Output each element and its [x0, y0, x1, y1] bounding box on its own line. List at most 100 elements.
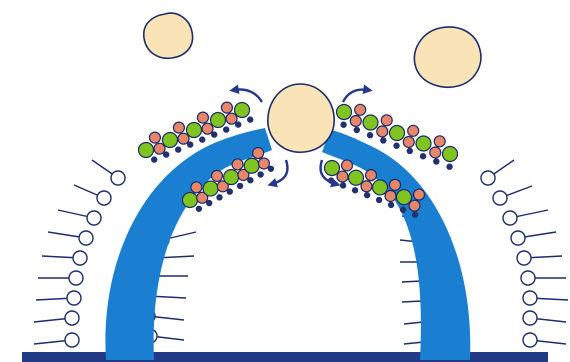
- lipid-right-outer-5-head: [517, 251, 531, 265]
- chain-left-upper-bead-3: [163, 133, 178, 148]
- lipid-left-outer-7-head: [67, 291, 81, 305]
- chain-right-upper-bead-1: [337, 105, 352, 120]
- chain-left-upper-dot-7: [223, 126, 229, 132]
- chain-left-lower-bead-6b: [232, 159, 243, 170]
- chain-left-lower-bead-3: [203, 181, 218, 196]
- chain-left-lower-dot-4: [227, 188, 233, 194]
- chain-right-lower-dot-6: [388, 202, 394, 208]
- chain-left-upper-bead-8: [226, 113, 237, 124]
- arrow-right-upper: [343, 90, 368, 103]
- chain-right-lower-dot-5: [376, 197, 382, 203]
- chain-left-upper-bead-2: [154, 143, 165, 154]
- chain-left-upper-bead-6b: [197, 112, 208, 123]
- particle-top-right: [414, 27, 480, 87]
- chain-right-lower-bead-8: [409, 200, 420, 211]
- lipid-right-outer-6-head: [521, 271, 535, 285]
- chain-left-lower-dot-3: [216, 194, 222, 200]
- lipid-left-outer-4-head: [79, 231, 93, 245]
- chain-right-lower-bead-3: [349, 170, 364, 185]
- chain-right-lower-bead-8b: [414, 189, 425, 200]
- chain-right-lower-bead-1: [325, 161, 340, 176]
- chain-left-lower-dot-1: [196, 206, 202, 212]
- chain-right-lower-dot-7: [400, 207, 406, 213]
- chain-right-lower-bead-6: [385, 190, 396, 201]
- chain-left-upper-bead-2b: [149, 132, 160, 143]
- chain-right-upper-dot-9: [446, 164, 452, 170]
- chain-right-lower-bead-2: [337, 171, 348, 182]
- right-outer-lipids: [481, 160, 568, 347]
- particle-top-left: [144, 13, 193, 58]
- chain-right-lower-dot-2: [340, 182, 346, 188]
- chain-right-lower-dot-8: [412, 211, 418, 217]
- chain-left-upper-dot-9: [247, 116, 253, 122]
- chain-left-upper-bead-4: [178, 133, 189, 144]
- chain-left-lower-bead-1: [183, 193, 198, 208]
- chain-left-upper-bead-6: [202, 123, 213, 134]
- chain-left-lower-bead-8b: [253, 148, 264, 159]
- chain-left-upper-dot-6: [211, 131, 217, 137]
- chain-right-lower-bead-6b: [390, 179, 401, 190]
- chain-right-upper-bead-3: [363, 115, 378, 130]
- chain-left-upper-bead-9: [235, 103, 250, 118]
- lipid-right-outer-9-head: [523, 333, 537, 347]
- lipid-right-outer-4-head: [511, 231, 525, 245]
- chain-right-upper-bead-7: [416, 136, 431, 151]
- chain-right-lower-bead-4b: [366, 170, 377, 181]
- lipid-left-outer-9-head: [65, 333, 79, 347]
- lipid-left-outer-5-head: [73, 251, 87, 265]
- chain-right-upper-dot-7: [420, 153, 426, 159]
- chain-right-upper-dot-8: [433, 158, 439, 164]
- chain-right-lower-bead-5: [373, 180, 388, 195]
- chain-right-upper-dot-3: [367, 132, 373, 138]
- chain-right-upper-bead-2b: [355, 104, 366, 115]
- arrow-left-upper: [234, 90, 262, 103]
- lipid-left-outer-2-head: [97, 191, 111, 205]
- chain-left-upper-bead-5: [187, 123, 202, 138]
- chain-left-upper-bead-8b: [221, 102, 232, 113]
- chain-right-lower-bead-2b: [342, 160, 353, 171]
- chain-right-upper-dot-1: [340, 122, 346, 128]
- lipid-right-outer-2-head: [493, 191, 507, 205]
- chain-right-upper-bead-6: [403, 136, 414, 147]
- lipid-left-outer-8-head: [65, 311, 79, 325]
- chain-right-upper-dot-5: [393, 143, 399, 149]
- lipid-right-outer-7-head: [523, 291, 537, 305]
- chain-left-upper-dot-8: [235, 121, 241, 127]
- chain-left-upper-dot-4: [187, 141, 193, 147]
- chain-right-lower-dot-4: [364, 192, 370, 198]
- lipid-left-outer-3-head: [87, 211, 101, 225]
- chain-right-upper-dot-2: [354, 127, 360, 133]
- lipid-right-outer-8-head: [523, 311, 537, 325]
- chain-left-lower-bead-5: [224, 170, 239, 185]
- lipid-left-outer-6-head: [69, 271, 83, 285]
- chain-left-lower-dot-7: [257, 171, 263, 177]
- chain-right-lower-bead-4: [361, 181, 372, 192]
- chain-right-upper-bead-5: [390, 126, 405, 141]
- arrow-left-lower: [272, 160, 287, 184]
- particle-center: [268, 84, 334, 152]
- chain-right-upper-dot-6: [407, 148, 413, 154]
- chain-right-upper-bead-8b: [434, 136, 445, 147]
- chain-right-upper-bead-6b: [408, 125, 419, 136]
- chain-left-lower-bead-2b: [191, 182, 202, 193]
- chain-left-lower-bead-4b: [211, 170, 222, 181]
- chain-left-lower-dot-6: [247, 177, 253, 183]
- chain-right-lower-bead-7: [397, 190, 412, 205]
- chain-right-upper-dot-4: [380, 137, 386, 143]
- chain-left-upper-dot-5: [199, 136, 205, 142]
- lipid-right-outer-1-head: [481, 171, 495, 185]
- chain-left-upper-bead-7: [211, 113, 226, 128]
- chain-left-upper-dot-3: [175, 146, 181, 152]
- chain-right-upper-bead-9: [443, 147, 458, 162]
- chain-left-lower-dot-2: [206, 200, 212, 206]
- chain-left-upper-bead-1: [139, 143, 154, 158]
- chain-right-upper-bead-4b: [381, 115, 392, 126]
- chain-left-lower-dot-5: [237, 183, 243, 189]
- chain-left-upper-dot-2: [163, 151, 169, 157]
- chain-right-upper-bead-2: [350, 115, 361, 126]
- chain-left-lower-dot-8: [268, 166, 274, 172]
- chain-left-lower-bead-7: [244, 158, 259, 173]
- chain-right-upper-bead-8: [430, 147, 441, 158]
- chain-right-upper-bead-4: [377, 126, 388, 137]
